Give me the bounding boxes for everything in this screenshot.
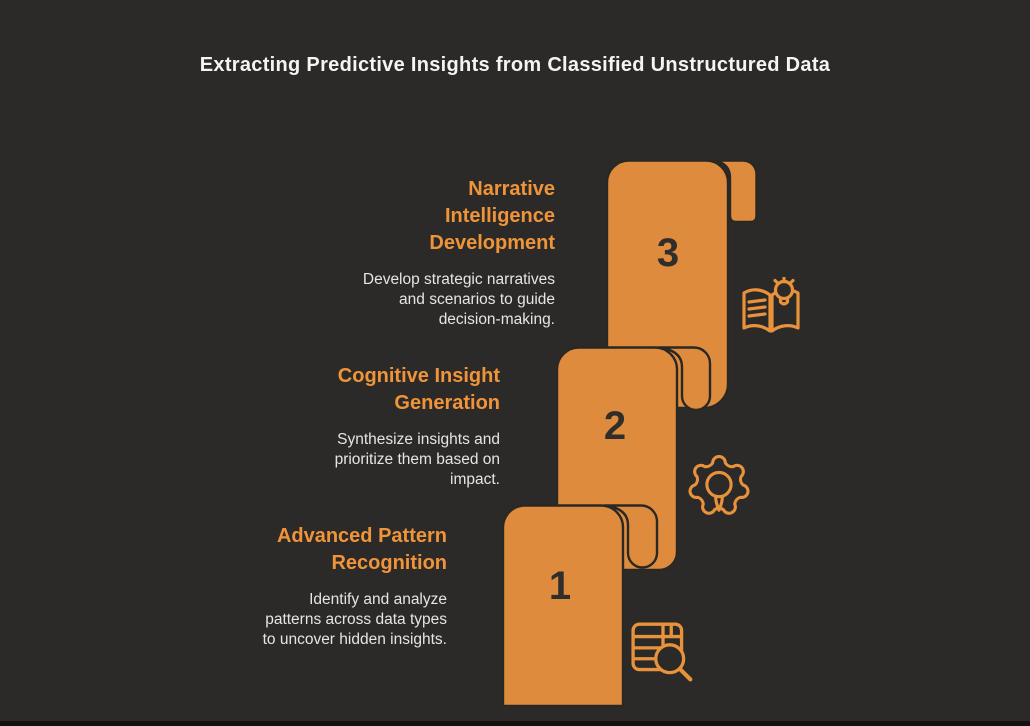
step-3-desc-line: Develop strategic narratives xyxy=(362,271,555,288)
step-2-title: Cognitive Insight Generation xyxy=(335,363,500,417)
step-1-title-line: Advanced Pattern xyxy=(276,525,447,547)
step-1-text: Advanced Pattern Recognition Identify an… xyxy=(263,523,447,650)
ribbon-1-curl xyxy=(603,504,659,569)
step-2-title-line: Cognitive Insight xyxy=(337,365,500,387)
step-3-title: Narrative Intelligence Development xyxy=(363,176,555,257)
step-2-description: Synthesize insights and prioritize them … xyxy=(335,430,500,490)
book-lightbulb-icon xyxy=(742,277,800,333)
step-2-desc-line: Synthesize insights and xyxy=(337,431,500,448)
step-3-desc-line: and scenarios to guide xyxy=(399,291,555,308)
ribbon-2-curl xyxy=(657,346,712,412)
table-search-icon xyxy=(631,622,693,682)
step-3-number: 3 xyxy=(656,231,680,275)
step-3-description: Develop strategic narratives and scenari… xyxy=(363,270,555,330)
step-1-desc-line: Identify and analyze xyxy=(309,591,447,608)
step-2-text: Cognitive Insight Generation Synthesize … xyxy=(335,363,500,490)
step-1-title: Advanced Pattern Recognition xyxy=(263,523,447,577)
page-title: Extracting Predictive Insights from Clas… xyxy=(199,54,831,76)
gear-lightbulb-icon xyxy=(688,455,750,515)
step-1-desc-line: to uncover hidden insights. xyxy=(262,631,447,648)
step-2-title-line: Generation xyxy=(394,392,500,414)
step-2-number: 2 xyxy=(603,404,627,448)
step-1-desc-line: patterns across data types xyxy=(265,611,447,628)
step-2-desc-line: prioritize them based on xyxy=(334,451,500,468)
step-1-number: 1 xyxy=(548,564,572,608)
step-3-title-line: Narrative xyxy=(468,178,555,200)
ribbon-3-curl xyxy=(713,159,758,224)
step-3-desc-line: decision-making. xyxy=(438,311,555,328)
step-1-description: Identify and analyze patterns across dat… xyxy=(263,590,447,650)
step-3-title-line: Development xyxy=(429,232,555,254)
step-3-text: Narrative Intelligence Development Devel… xyxy=(363,176,555,330)
letterbox-bar xyxy=(0,721,1030,726)
step-2-desc-line: impact. xyxy=(450,471,500,488)
step-1-title-line: Recognition xyxy=(331,552,447,574)
step-3-title-line: Intelligence xyxy=(444,205,555,227)
